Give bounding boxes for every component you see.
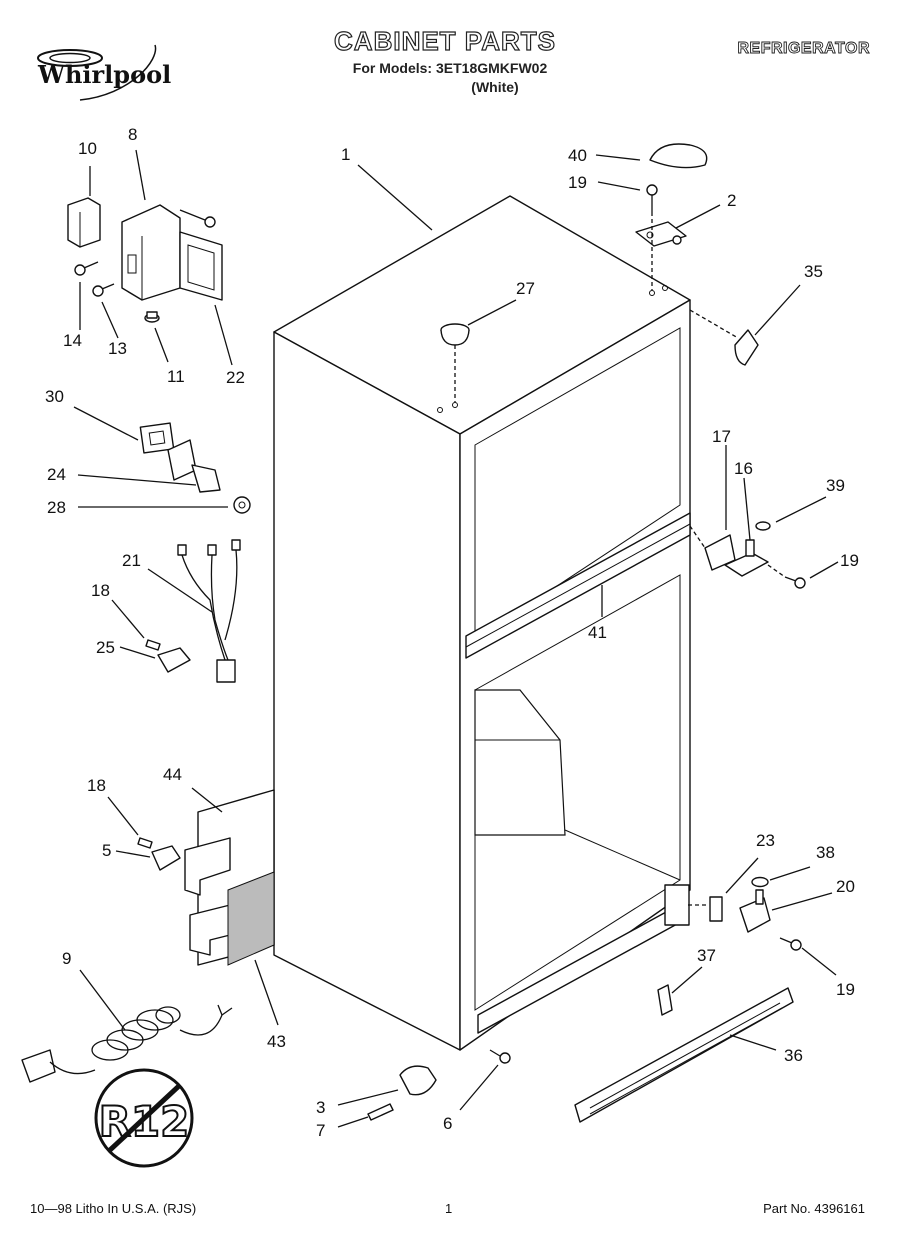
bracket-lower <box>184 837 231 956</box>
switch-part-24 <box>167 439 221 493</box>
appliance-type: REFRIGERATOR <box>737 40 870 58</box>
callout-17: 17 <box>712 427 731 446</box>
washer-part-39 <box>755 521 771 531</box>
brand-name: Whirlpool <box>38 60 172 89</box>
bottom-hinge-part-20 <box>739 889 771 933</box>
callout-38: 38 <box>816 843 835 862</box>
callout-37: 37 <box>697 946 716 965</box>
callout-39: 39 <box>826 476 845 495</box>
model-numbers: For Models: 3ET18GMKFW02 <box>352 60 548 76</box>
callout-9: 9 <box>62 949 71 968</box>
hinge-pin-cover-part-35 <box>734 329 759 366</box>
clamp-part-25 <box>157 647 191 673</box>
bracket-part-37 <box>657 984 673 1016</box>
callout-20: 20 <box>836 877 855 896</box>
callout-18-lower: 18 <box>87 776 106 795</box>
callout-41: 41 <box>588 623 607 642</box>
callout-19-center: 19 <box>840 551 859 570</box>
callout-18-upper: 18 <box>91 581 110 600</box>
callout-27: 27 <box>516 279 535 298</box>
page-number: 1 <box>445 1201 453 1216</box>
callout-1: 1 <box>341 145 350 164</box>
r12-no-refrigerant-badge: R12 <box>94 1068 194 1168</box>
callout-23: 23 <box>756 831 775 850</box>
bracket-part-22 <box>179 231 223 301</box>
callout-3: 3 <box>316 1098 325 1117</box>
wire-harness-part-21 <box>177 539 241 683</box>
screw-top-control <box>179 209 216 228</box>
screw-part-14 <box>74 261 99 276</box>
callout-35: 35 <box>804 262 823 281</box>
hinge-screw-part-19-top <box>646 184 658 212</box>
callout-11: 11 <box>167 367 185 386</box>
part-number: Part No. 4396161 <box>763 1201 865 1216</box>
callout-24: 24 <box>47 465 66 484</box>
cabinet-shell <box>273 195 691 1051</box>
callout-6: 6 <box>443 1114 452 1133</box>
page-title: CABINET PARTS <box>333 25 556 56</box>
plug-button-part-27 <box>440 323 470 346</box>
callout-19-top: 19 <box>568 173 587 192</box>
callout-44: 44 <box>163 765 182 784</box>
litho-note: 10—98 Litho In U.S.A. (RJS) <box>30 1201 197 1216</box>
screw-part-19-bottom <box>779 937 802 951</box>
callout-28: 28 <box>47 498 66 517</box>
callout-43: 43 <box>267 1032 286 1051</box>
mullion-divider-bar <box>465 512 691 659</box>
callout-21: 21 <box>122 551 141 570</box>
model-color: (White) <box>471 79 519 95</box>
callout-40: 40 <box>568 146 587 165</box>
clip-part-5 <box>151 845 181 871</box>
callout-25: 25 <box>96 638 115 657</box>
top-hinge-cover-part-40 <box>649 143 708 169</box>
screw-part-6 <box>489 1049 511 1064</box>
shim-part-23 <box>709 896 723 922</box>
leader-lines <box>73 149 839 1128</box>
washer-part-28 <box>233 496 251 514</box>
bottom-rail <box>477 884 690 1034</box>
insulation-pad-part-43 <box>227 871 275 966</box>
callout-19-bottom: 19 <box>836 980 855 999</box>
callout-7: 7 <box>316 1121 325 1140</box>
screw-part-13 <box>92 283 115 297</box>
callout-labels: 1 2 3 5 6 7 8 9 10 11 13 14 16 17 18 18 … <box>45 125 859 1140</box>
base-grille-part-36 <box>574 987 794 1123</box>
callout-13: 13 <box>108 339 127 358</box>
screw-part-11 <box>144 311 160 323</box>
bezel-part-30 <box>139 422 175 454</box>
callout-30: 30 <box>45 387 64 406</box>
callout-8: 8 <box>128 125 137 144</box>
power-cord-part-9 <box>21 1004 233 1083</box>
whirlpool-logo <box>20 40 200 130</box>
callout-2: 2 <box>727 191 736 210</box>
pin-part-7 <box>367 1103 394 1121</box>
callout-22: 22 <box>226 368 245 387</box>
callout-36: 36 <box>784 1046 803 1065</box>
top-hinge-part-2 <box>635 221 687 247</box>
callout-5: 5 <box>102 841 111 860</box>
callout-10: 10 <box>78 139 97 158</box>
relay-part-10 <box>67 197 101 248</box>
screw-part-18-upper <box>145 639 161 651</box>
callout-14: 14 <box>63 331 82 350</box>
washer-part-38 <box>751 876 769 888</box>
leveling-leg-part-3 <box>399 1065 437 1096</box>
screw-part-19-center <box>784 576 806 589</box>
control-box-part-8 <box>121 204 181 301</box>
screw-part-18-lower <box>137 837 153 849</box>
callout-16: 16 <box>734 459 753 478</box>
